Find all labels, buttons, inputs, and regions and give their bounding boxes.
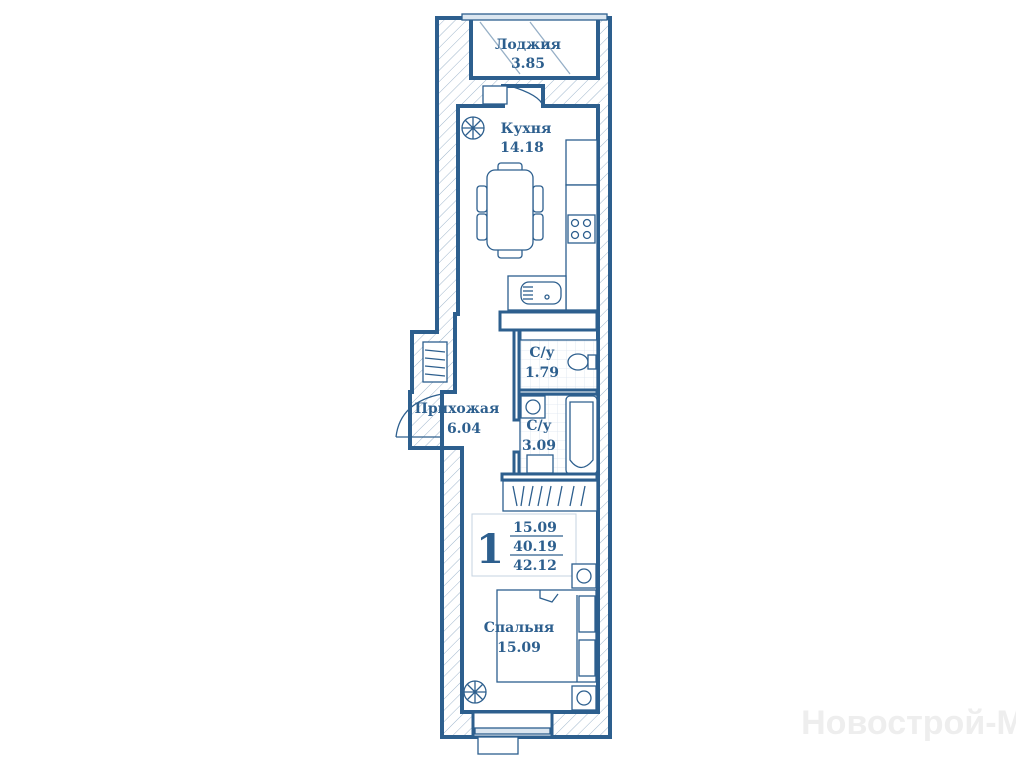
watermark: Новострой-М (801, 704, 1016, 742)
room-area-kitchen: 14.18 (500, 140, 544, 156)
bath-door-jamb (512, 328, 521, 422)
window-sill (477, 736, 519, 755)
loggia-hatch (479, 21, 571, 75)
room-area-hallway: 6.04 (447, 421, 481, 437)
loggia-window (461, 13, 608, 21)
room-area-wc: 1.79 (525, 365, 559, 381)
room-name-bathroom: С/у (526, 418, 551, 434)
room-area-loggia: 3.85 (511, 56, 545, 72)
room-count: 1 (476, 526, 504, 573)
room-name-loggia: Лоджия (495, 37, 561, 53)
room-name-bedroom: Спальня (484, 620, 554, 636)
wardrobe-hangers (512, 485, 586, 507)
kitchen-sink (507, 275, 567, 311)
total-area-with-loggia: 42.12 (513, 558, 557, 574)
loggia-door (509, 85, 544, 107)
living-area: 15.09 (513, 520, 557, 536)
closet-hangers (424, 349, 446, 377)
plant-icon (461, 116, 485, 140)
total-area: 40.19 (513, 539, 557, 555)
loggia-window-niche (482, 85, 508, 105)
bath-door-jamb-2 (512, 450, 521, 478)
nightstand-bottom (571, 685, 597, 711)
bathroom-bottom-wall (500, 472, 599, 482)
washbasin-icon (526, 454, 554, 474)
kitchen-partition (498, 310, 599, 332)
room-name-wc: С/у (529, 345, 554, 361)
kitchen-counter (565, 139, 598, 311)
room-name-hallway: Прихожая (415, 401, 500, 417)
washing-machine-icon (520, 395, 546, 419)
toilet-icon (567, 353, 589, 371)
plant-icon-bedroom (463, 680, 487, 704)
entrance-door (395, 393, 443, 438)
summary-box (471, 513, 577, 577)
nightstand-top (571, 563, 597, 589)
room-name-kitchen: Кухня (501, 121, 552, 137)
bedroom-window (474, 727, 551, 735)
bathroom-partition (512, 388, 599, 396)
dining-table (476, 162, 544, 259)
room-area-bedroom: 15.09 (497, 640, 541, 656)
bed (496, 589, 597, 683)
toilet-tank (587, 354, 597, 370)
room-area-bathroom: 3.09 (522, 438, 556, 454)
